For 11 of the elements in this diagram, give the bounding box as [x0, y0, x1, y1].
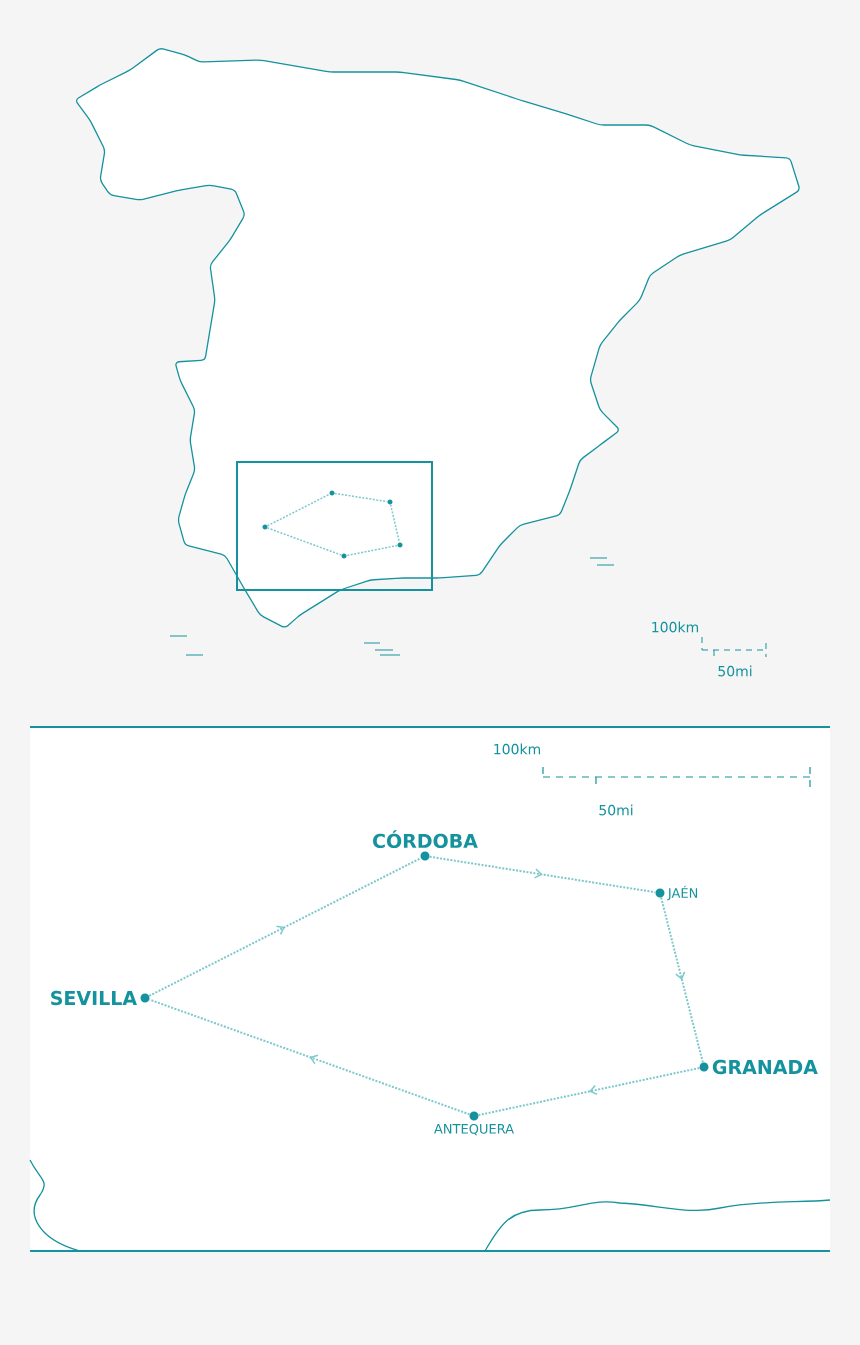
route-line	[266, 493, 331, 527]
node-label: ANTEQUERA	[434, 1123, 514, 1136]
node-label: CÓRDOBA	[373, 830, 478, 849]
route-line	[389, 503, 401, 544]
node-label: JAÉN	[667, 885, 698, 901]
route-line	[266, 527, 343, 556]
scale-label: 50mi	[718, 665, 752, 677]
scale-label: 100km	[494, 743, 541, 755]
scale-label: 50mi	[599, 804, 633, 816]
route-line	[345, 544, 399, 557]
scale-label: 100km	[652, 621, 699, 633]
